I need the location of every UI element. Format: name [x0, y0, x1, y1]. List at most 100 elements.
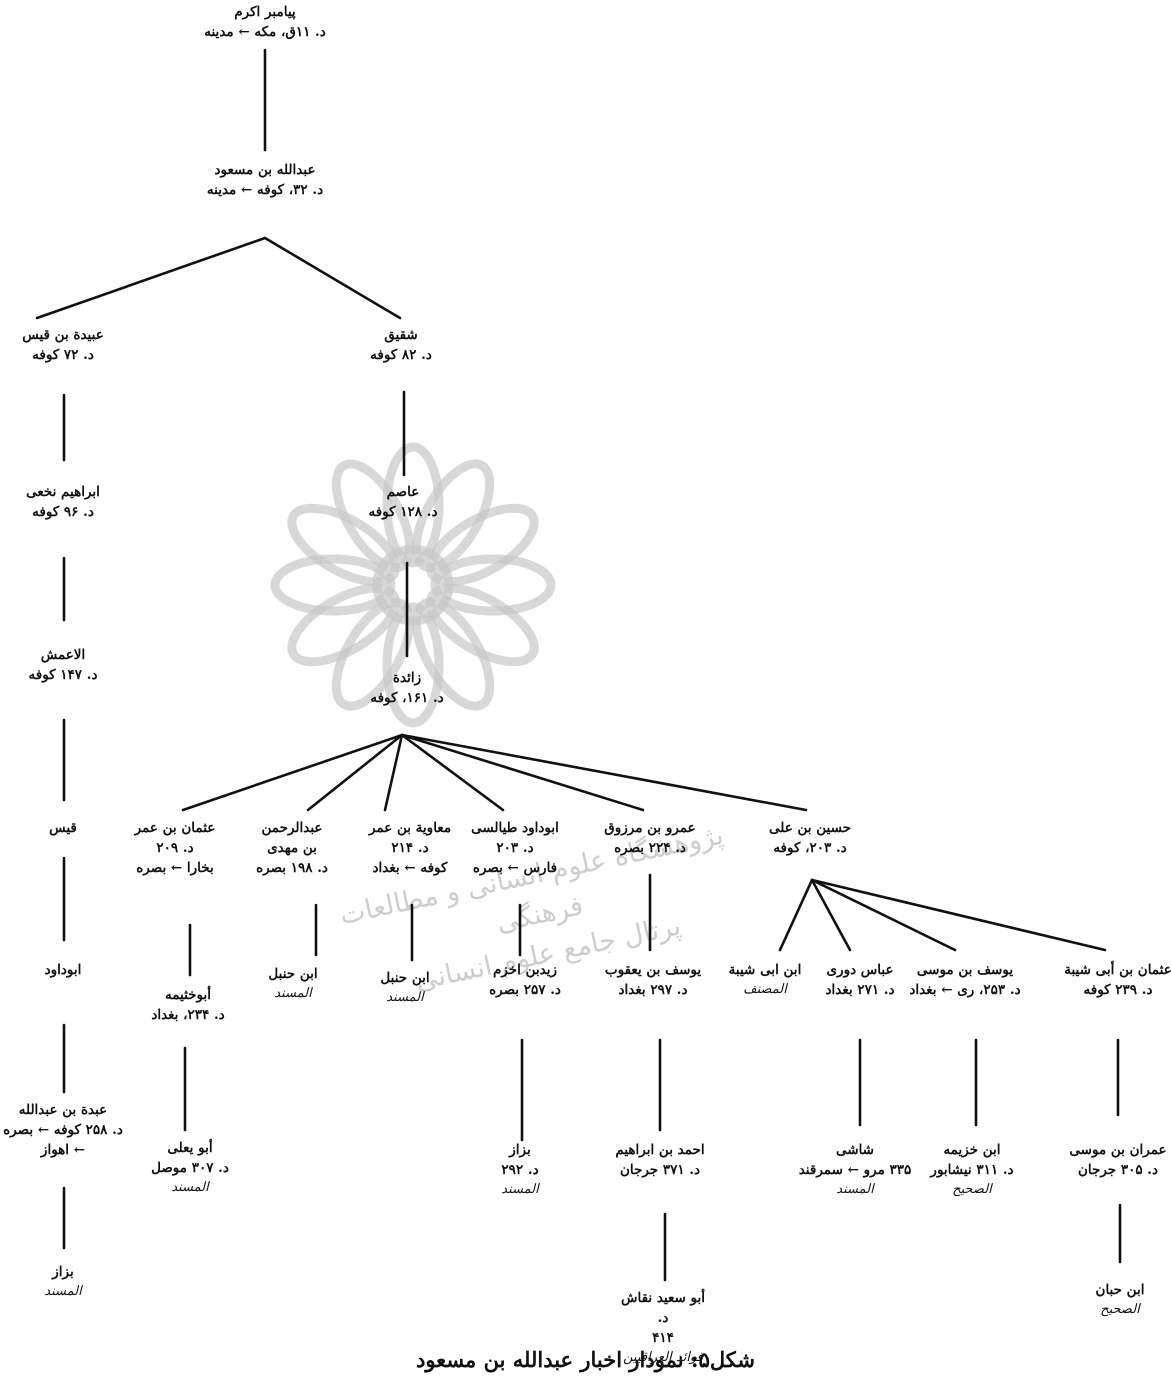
figure-caption: شکل۵: نمودار اخبار عبدالله بن مسعود	[415, 1347, 756, 1372]
narrator-detail: د. ۳۱۱ نیشابور	[930, 1162, 1014, 1178]
edge-line	[400, 733, 505, 812]
narrator-name: ابن خزیمه	[943, 1142, 1001, 1158]
node-ahmad-ibrahim: احمد بن ابراهیم د. ۳۷۱ جرجان	[615, 1140, 704, 1180]
source-work: المسند	[171, 1180, 209, 1195]
narrator-name: احمد بن ابراهیم	[615, 1142, 705, 1158]
node-qays: قیس	[49, 818, 77, 838]
narrator-name: أبوخثیمه	[164, 987, 212, 1003]
narrator-name: شقیق	[384, 327, 418, 343]
watermark-petal	[331, 597, 415, 711]
narrator-detail: د. ۷۲ کوفه	[32, 347, 94, 363]
narrator-name: الاعمش	[40, 647, 86, 663]
watermark-emblem	[270, 442, 556, 728]
node-imran-musa: عمران بن موسی د. ۳۰۵ جرجان	[1069, 1140, 1166, 1180]
node-uthman-abi-shayba: عثمان بن أبی شیبة د. ۲۳۹ کوفه	[1064, 960, 1171, 1000]
narrator-name: عمرو بن مرزوق	[604, 820, 696, 836]
narrator-detail: ۴۱۴	[652, 1330, 674, 1346]
watermark-petal	[430, 554, 556, 616]
narrator-name: قیس	[49, 820, 77, 836]
node-abu-dawud: ابوداود	[45, 960, 82, 980]
narrator-name: ابن حنبل	[268, 966, 318, 982]
narrator-name: پیامبر اکرم	[234, 4, 296, 20]
source-work: فوائد العراقیین	[623, 1350, 703, 1365]
narrator-detail: د. ۲۵۸ کوفه ← بصره	[3, 1122, 123, 1138]
edge-line	[383, 733, 404, 812]
narrator-name: بزاز	[52, 1264, 74, 1280]
node-ibn-masud: عبدالله بن مسعود د. ۳۲، کوفه ← مدینه	[207, 160, 323, 200]
narrator-detail: د. ۲۳۹ کوفه	[1083, 982, 1153, 998]
narrator-name: عبدالله بن مسعود	[214, 162, 316, 178]
narrator-detail: ۳۳۵ مرو ← سمرقند	[798, 1162, 912, 1178]
narrator-detail: د. ۲۰۳، کوفه	[773, 840, 847, 856]
edge-line	[400, 733, 808, 812]
narrator-name: عثمان بن عمر	[134, 820, 216, 836]
narrator-name: عمران بن موسی	[1069, 1142, 1167, 1158]
narrator-detail: د. ۲۰۳	[496, 840, 534, 856]
narrator-detail: د. ۲۹۷ بغداد	[618, 982, 688, 998]
narrator-name: ابراهیم نخعی	[26, 484, 100, 500]
narrator-name: عباس دوری	[826, 962, 894, 978]
narrator-name: عثمان بن أبی شیبة	[1064, 962, 1171, 978]
node-abda: عبدة بن عبدالله د. ۲۵۸ کوفه ← بصره ← اهواز	[3, 1100, 123, 1160]
narrator-detail: د. ۱۴۷ کوفه	[28, 667, 98, 683]
narrator-name: عبدة بن عبدالله	[18, 1102, 108, 1118]
edge-line	[810, 878, 957, 952]
narrator-name: معاویة بن عمر	[368, 820, 452, 836]
watermark-petal	[411, 459, 495, 573]
narrator-detail: د. ۳۷۱ جرجان	[619, 1162, 701, 1178]
narrator-detail: د. ۸۲ کوفه	[370, 347, 432, 363]
narrator-detail: د. ۲۵۳، ری ← بغداد	[909, 982, 1021, 998]
watermark-petal	[331, 459, 415, 573]
source-work: المسند	[44, 1284, 82, 1299]
source-work: الصحیح	[1100, 1302, 1140, 1317]
node-abu-khaythama: أبوخثیمه د. ۲۳۴، بغداد	[151, 985, 224, 1025]
watermark-core	[372, 544, 454, 626]
watermark-petal	[270, 554, 396, 616]
node-ibn-hanbal-2: ابن حنبل المسند	[380, 968, 429, 1008]
node-bazzar-2: بزاز المسند	[44, 1262, 81, 1302]
narrator-name: أبو سعید نقاش	[620, 1290, 706, 1306]
narrator-detail: د. ۱۹۸ بصره	[256, 860, 328, 876]
edge-line	[306, 733, 404, 812]
narrator-name: یوسف بن موسی	[916, 962, 1014, 978]
narrator-name: ابوداود طیالسی	[471, 820, 559, 836]
edge-line	[778, 878, 814, 952]
narrator-detail: د. ۱۱ق، مکه ← مدینه	[204, 24, 326, 40]
watermark-petal	[287, 583, 401, 667]
watermark-petal	[287, 503, 401, 587]
edge-line	[400, 733, 645, 812]
narrator-detail: د. ۲۳۴، بغداد	[151, 1007, 225, 1023]
source-work: المسند	[274, 986, 312, 1001]
node-yusuf-yaqub: یوسف بن یعقوب د. ۲۹۷ بغداد	[605, 960, 701, 1000]
narrator-detail: بن مهدی	[267, 840, 317, 856]
edge-line	[810, 878, 852, 952]
narrator-detail: کوفه ← بغداد	[372, 860, 448, 876]
source-work: المصنف	[743, 982, 787, 997]
narrator-name: بزاز	[509, 1142, 531, 1158]
source-work: المسند	[386, 990, 424, 1005]
narrator-name: ابن حنبل	[380, 970, 430, 986]
watermark-petal	[425, 583, 539, 667]
node-prophet: پیامبر اکرم د. ۱۱ق، مکه ← مدینه	[204, 2, 326, 42]
narrator-detail: د. ۳۲، کوفه ← مدینه	[206, 182, 324, 198]
narrator-detail: ← اهواز	[40, 1142, 86, 1158]
watermark-petal	[411, 597, 495, 711]
narrator-detail: د. ۲۰۹	[156, 840, 194, 856]
watermark-petal	[382, 442, 444, 568]
narrator-name: یوسف بن یعقوب	[604, 962, 702, 978]
source-work: المسند	[836, 1182, 874, 1197]
narrator-detail: د. ۲۹۲	[501, 1162, 539, 1178]
narrator-detail: د. ۳۰۵ جرجان	[1077, 1162, 1159, 1178]
narrator-detail: د. ۱۶۱، کوفه	[370, 690, 444, 706]
